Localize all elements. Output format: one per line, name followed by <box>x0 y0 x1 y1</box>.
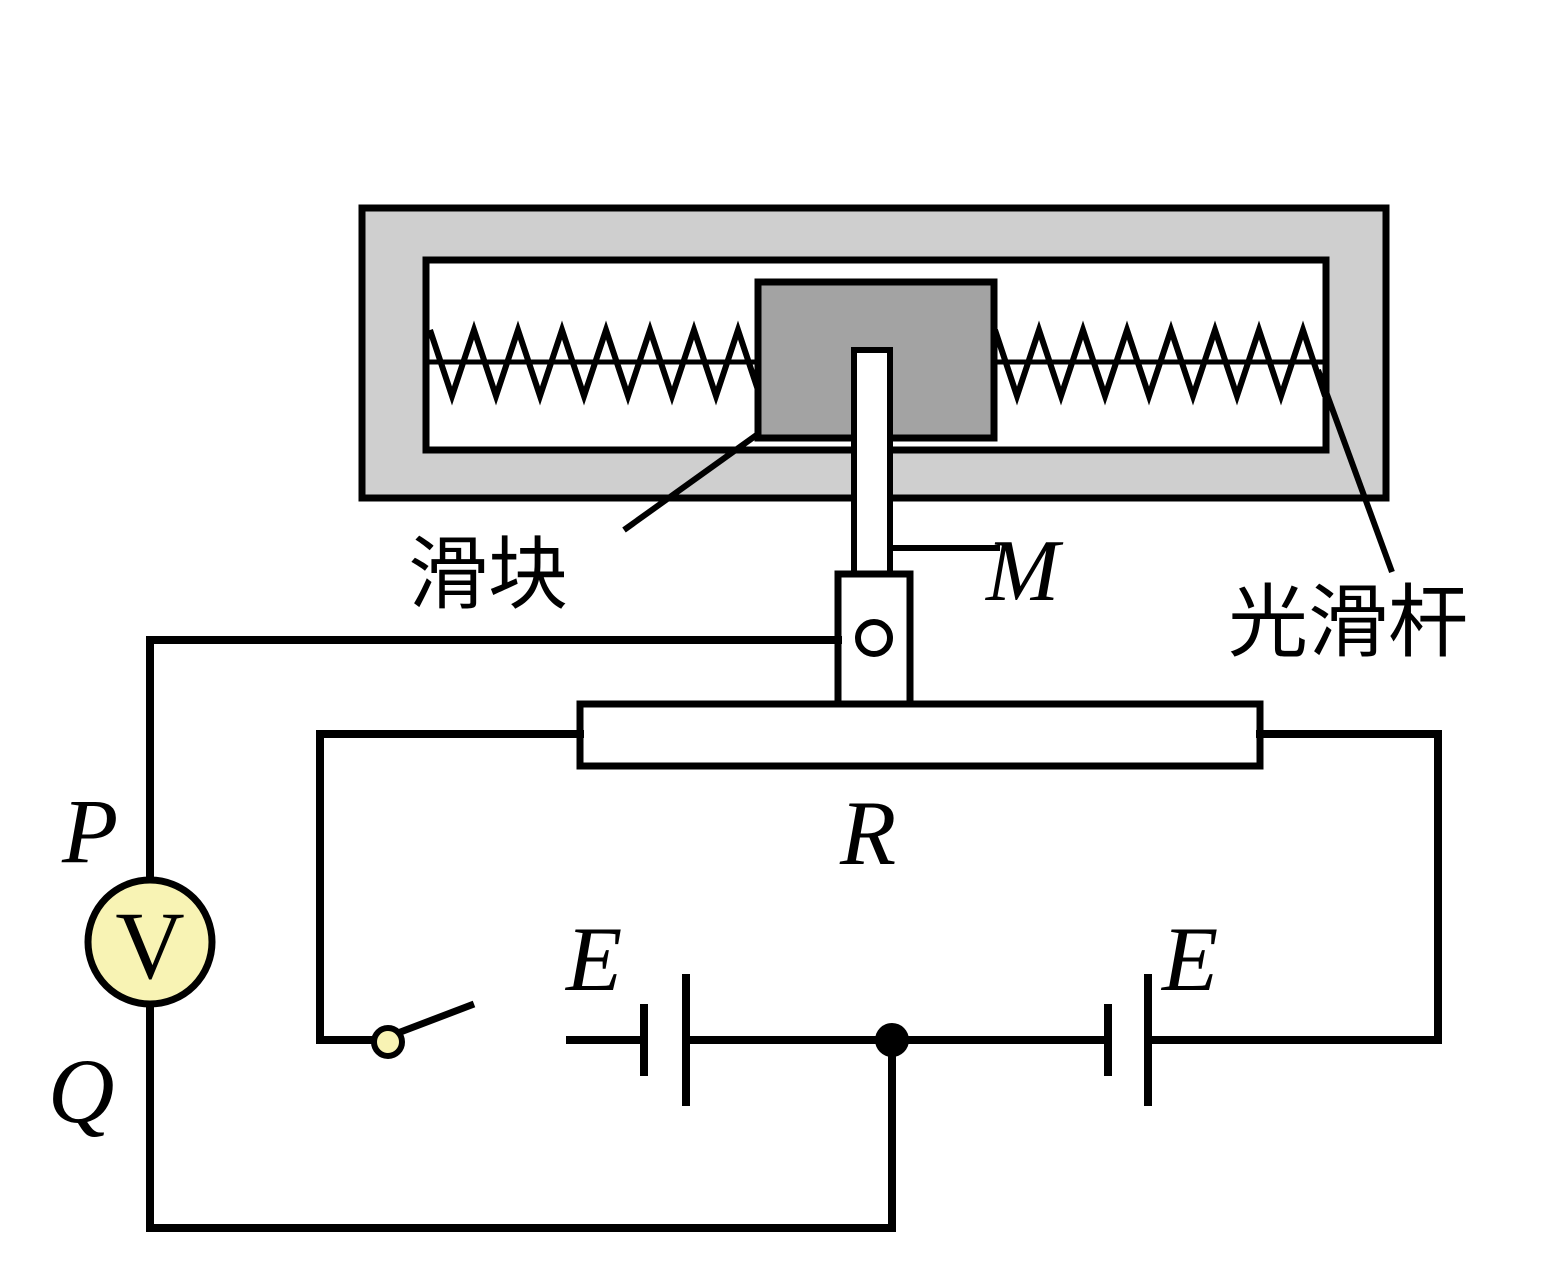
rod-leader-line <box>1315 368 1395 574</box>
resistor <box>576 700 1264 770</box>
wire-voltmeter-to-junction <box>146 1002 896 1232</box>
voltmeter-symbol: V <box>115 892 184 999</box>
right-spring <box>992 320 1328 406</box>
resistor-label: R <box>839 782 896 884</box>
slider-leader-line <box>622 431 760 533</box>
point-m-label: M <box>984 523 1064 620</box>
wire-resistor-right <box>1146 730 1442 1044</box>
wire-resistor-left <box>316 730 584 1044</box>
left-battery-label: E <box>564 908 622 1010</box>
point-p-label: P <box>61 780 118 882</box>
right-battery-label: E <box>1160 908 1218 1010</box>
slider-label: 滑块 <box>408 528 568 621</box>
left-spring <box>427 320 763 406</box>
slider-arm <box>851 347 893 583</box>
contact-pivot <box>855 619 893 657</box>
junction-dot <box>875 1023 909 1057</box>
smooth-rod-label: 光滑杆 <box>1228 576 1468 669</box>
point-q-label: Q <box>48 1040 114 1142</box>
switch-contact <box>371 1025 405 1059</box>
voltmeter <box>84 876 216 1008</box>
switch-lever[interactable] <box>388 1000 476 1040</box>
wire-contact-to-voltmeter <box>146 636 842 884</box>
